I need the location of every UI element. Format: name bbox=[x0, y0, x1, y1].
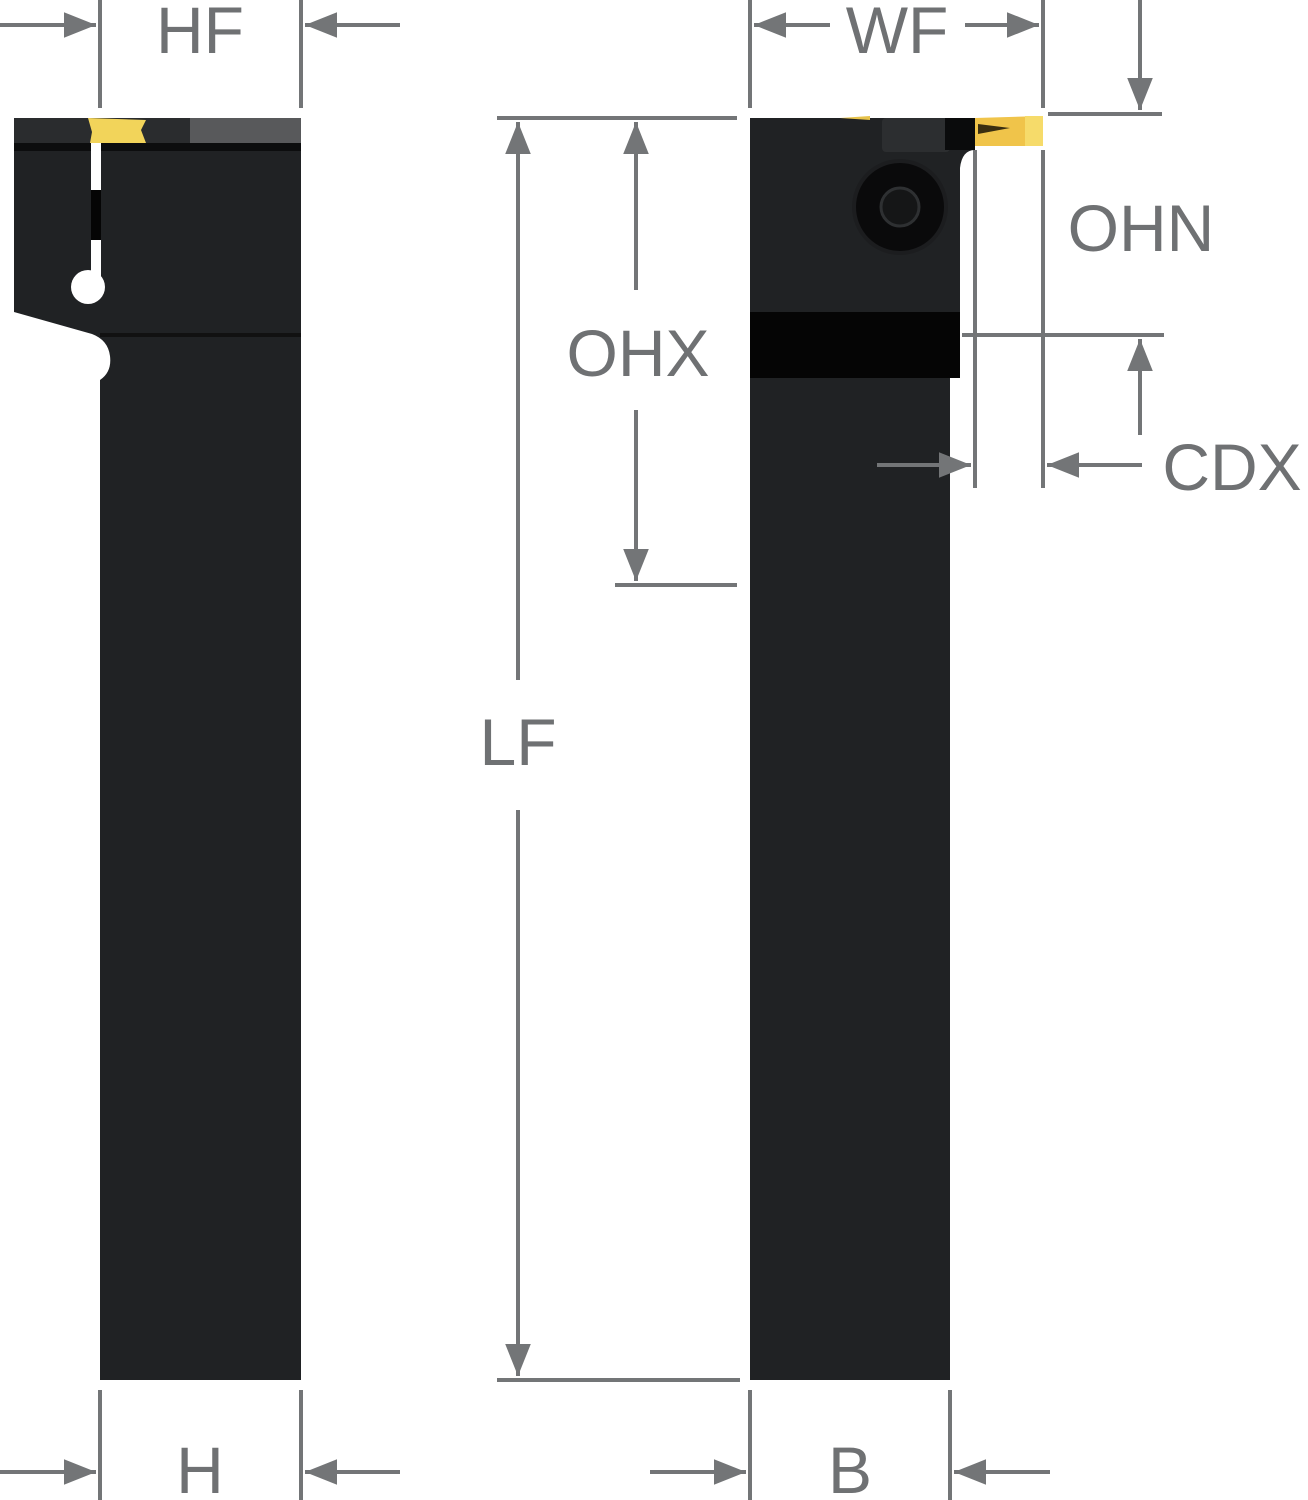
clamp-slot-hole bbox=[71, 270, 105, 304]
label-hf: HF bbox=[156, 0, 244, 67]
side-view-tool bbox=[14, 118, 301, 1380]
label-wf: WF bbox=[846, 0, 949, 67]
side-view-insert bbox=[88, 118, 146, 143]
label-b: B bbox=[828, 1433, 872, 1500]
label-lf: LF bbox=[479, 705, 556, 779]
top-view-tool bbox=[750, 116, 1043, 1380]
dimension-lines bbox=[0, 0, 1164, 1500]
side-view-body bbox=[14, 118, 301, 1380]
label-h: H bbox=[176, 1433, 224, 1500]
label-ohn: OHN bbox=[1068, 191, 1215, 265]
top-view-blade-seat bbox=[882, 118, 950, 152]
side-view-top-plate bbox=[190, 118, 301, 143]
top-view-band bbox=[750, 312, 960, 378]
label-ohx: OHX bbox=[566, 316, 709, 390]
top-view-body bbox=[750, 118, 975, 1380]
torx-socket-icon bbox=[879, 186, 921, 228]
label-cdx: CDX bbox=[1162, 430, 1301, 504]
